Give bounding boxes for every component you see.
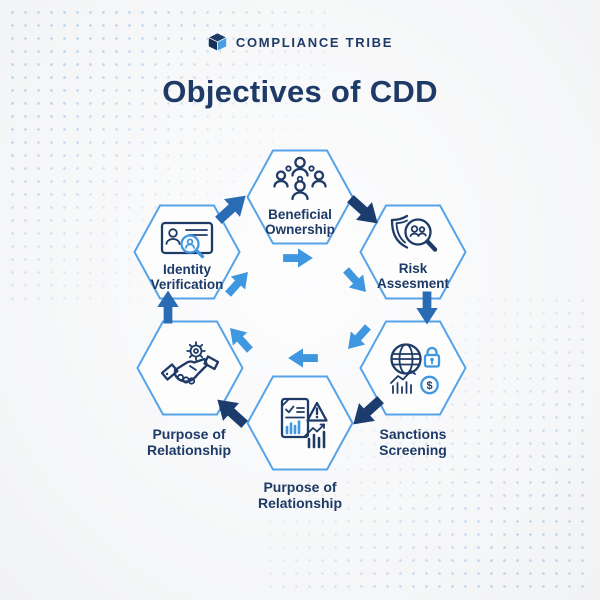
node-label-sanctions-screening: Sanctions Screening xyxy=(379,426,447,459)
header: COMPLIANCE TRIBE xyxy=(0,32,600,52)
hexagon-shape xyxy=(246,149,354,245)
report-warning-chart-icon xyxy=(280,397,328,449)
node-label-purpose-of-relationship-left: Purpose of Relationship xyxy=(146,426,231,459)
node-risk-assesment: Risk Assesment xyxy=(359,204,467,300)
shield-magnifier-icon xyxy=(390,214,438,252)
compliance-tribe-logo-icon xyxy=(207,32,228,52)
page-title: Objectives of CDD xyxy=(162,74,438,109)
hexagon-shape xyxy=(136,320,244,416)
flow-arrow-inner-bottom xyxy=(288,348,319,369)
node-purpose-of-relationship-left xyxy=(136,320,244,416)
node-label-purpose-of-relationship-bottom: Purpose of Relationship xyxy=(257,479,342,512)
node-label: Risk Assesment xyxy=(376,261,450,292)
globe-lock-money-icon: $ xyxy=(390,343,441,395)
node-label: Beneficial Ownership xyxy=(265,207,335,238)
node-label: Identity Verification xyxy=(150,262,224,293)
id-card-magnifier-icon xyxy=(160,221,214,259)
node-identity-verification: Identity Verification xyxy=(133,204,241,300)
flow-arrow-inner-top xyxy=(283,248,314,269)
flow-arrow-outer-risk-to-sanctions xyxy=(414,292,440,325)
svg-text:$: $ xyxy=(426,380,432,392)
hexagon-shape xyxy=(359,320,467,416)
people-group-icon xyxy=(273,156,327,201)
flow-arrow-outer-purpose-left-to-identity xyxy=(155,291,181,324)
node-purpose-of-relationship-bottom xyxy=(246,375,354,471)
hexagon-shape xyxy=(359,204,467,300)
handshake-gear-icon xyxy=(160,341,220,385)
node-sanctions-screening: $ xyxy=(359,320,467,416)
brand-name: COMPLIANCE TRIBE xyxy=(235,34,394,50)
node-beneficial-ownership: Beneficial Ownership xyxy=(246,149,354,245)
